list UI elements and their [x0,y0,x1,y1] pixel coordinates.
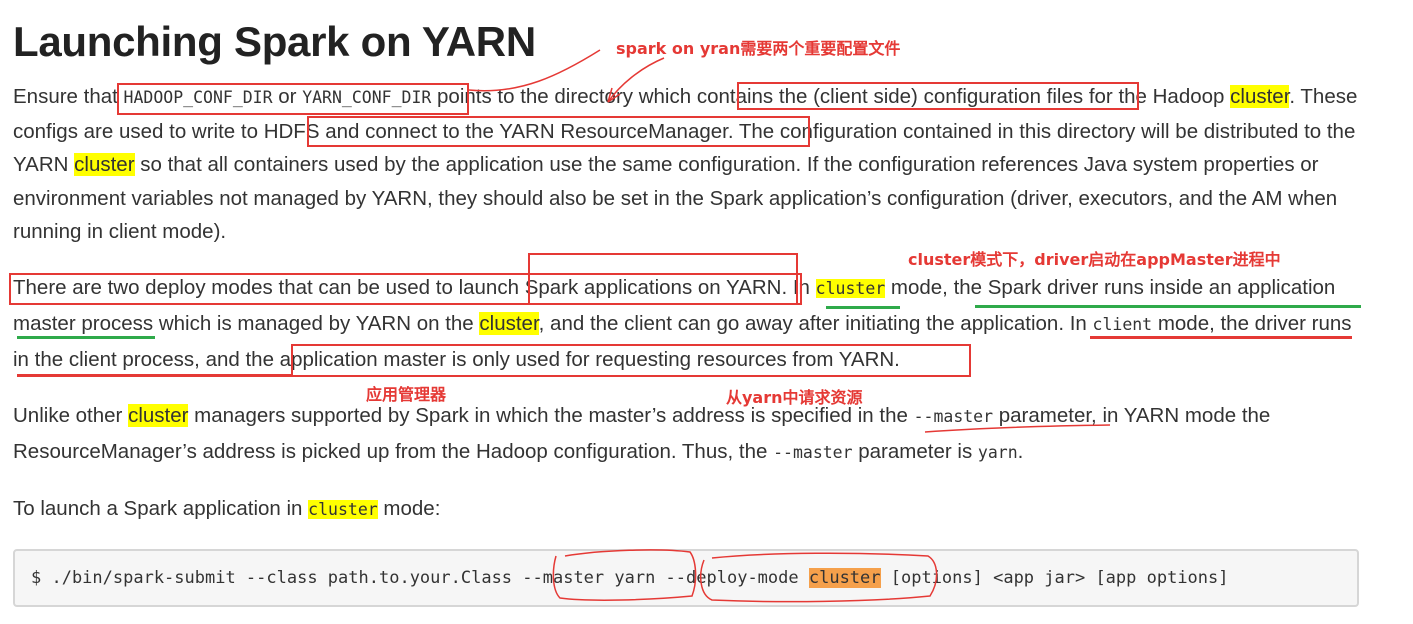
code-block[interactable]: $ ./bin/spark-submit --class path.to.you… [13,549,1359,607]
cluster-highlight: cluster [128,404,189,427]
annotation-note: 从yarn中请求资源 [726,388,863,407]
annotation-underline [17,336,155,339]
annotation-note: spark on yran需要两个重要配置文件 [616,39,901,58]
annotation-underline [826,306,900,309]
paragraph-deploy-modes: There are two deploy modes that can be u… [13,276,1352,371]
master-code: --master [773,443,853,462]
cluster-highlight: cluster [479,312,539,335]
annotation-note: 应用管理器 [366,385,447,404]
cluster-code-highlight: cluster [815,279,886,298]
cluster-code-highlight: cluster [308,500,378,519]
cluster-highlight: cluster [1230,85,1290,108]
annotation-box-hdfs [307,116,810,147]
annotation-underline [1090,336,1352,339]
annotation-note: cluster模式下，driver启动在appMaster进程中 [908,250,1281,269]
hadoop-conf-dir-code: HADOOP_CONF_DIR [123,88,273,107]
client-code: client [1092,315,1153,334]
annotation-underline [975,305,1361,308]
yarn-code: yarn [977,443,1018,462]
annotation-box-deploy-modes [9,273,802,305]
cluster-code-highlight: cluster [808,568,881,588]
yarn-conf-dir-code: YARN_CONF_DIR [302,88,432,107]
spark-submit-command[interactable]: $ ./bin/spark-submit --class path.to.you… [31,568,1229,588]
annotation-box-conf-dirs [117,83,469,115]
annotation-underline [17,374,293,377]
annotation-box-spark-apps [528,253,798,305]
paragraph-launch-intro: To launch a Spark application in cluster… [13,497,441,520]
master-code: --master [913,407,994,426]
annotation-box-config-files [737,82,1139,110]
cluster-highlight: cluster [74,153,135,176]
page-title: Launching Spark on YARN [13,18,536,65]
annotation-box-app-master [291,344,971,377]
paragraph-master-param: Unlike other cluster managers supported … [13,404,1271,463]
